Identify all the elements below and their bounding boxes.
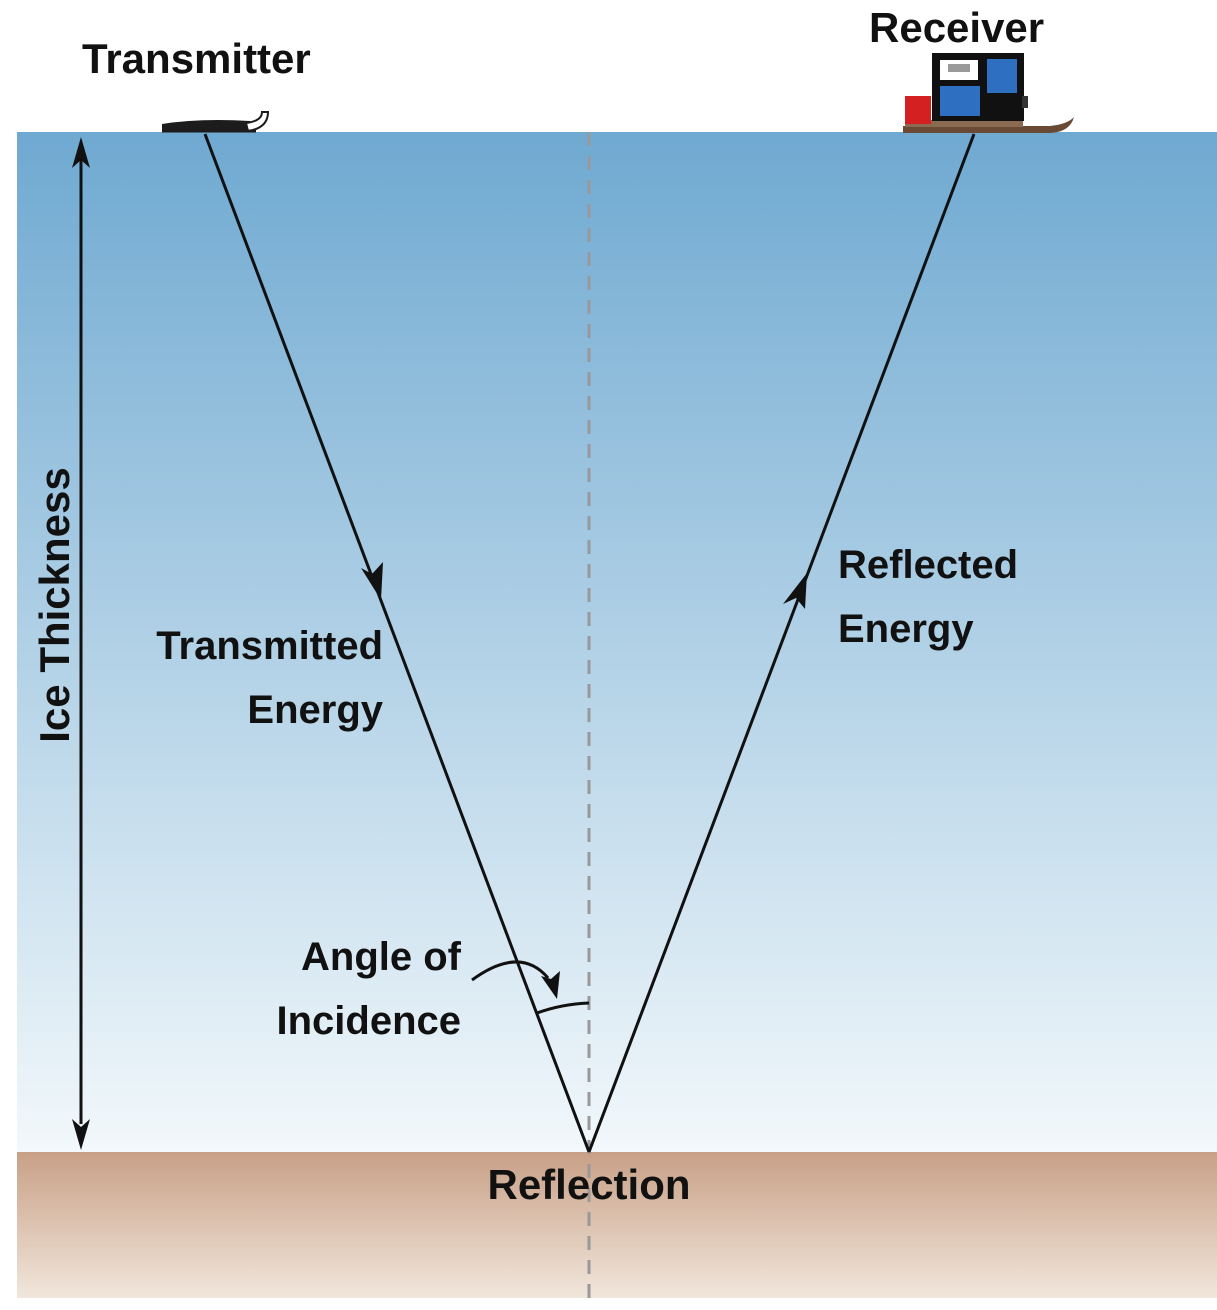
bedrock-layer	[17, 1152, 1217, 1298]
reflected-energy-label-line1: Reflected	[838, 543, 1018, 587]
radar-hut-sled-icon	[903, 53, 1074, 133]
reflected-arrowhead-icon	[783, 573, 807, 609]
reflected-ray	[587, 133, 976, 1153]
antenna-sled-icon	[162, 111, 270, 133]
reflected-energy-label-line2: Energy	[838, 607, 974, 651]
transmitted-energy-label-line1: Transmitted	[156, 624, 383, 668]
transmitted-energy-label-line2: Energy	[247, 688, 383, 732]
transmitted-arrowhead-icon	[361, 562, 383, 600]
angle-pointer-arrowhead-icon	[541, 971, 560, 999]
receiver-label: Receiver	[869, 4, 1044, 51]
ice-layer	[17, 132, 1217, 1152]
ice-thickness-arrow	[72, 137, 90, 1150]
transmitter-label: Transmitter	[82, 35, 311, 82]
transmitted-ray	[203, 133, 591, 1153]
angle-of-incidence-marker	[471, 960, 590, 1015]
ice-thickness-label: Ice Thickness	[31, 467, 78, 742]
angle-of-incidence-label-line1: Angle of	[301, 935, 462, 979]
reflection-label: Reflection	[487, 1161, 690, 1208]
angle-of-incidence-label-line2: Incidence	[276, 999, 461, 1043]
